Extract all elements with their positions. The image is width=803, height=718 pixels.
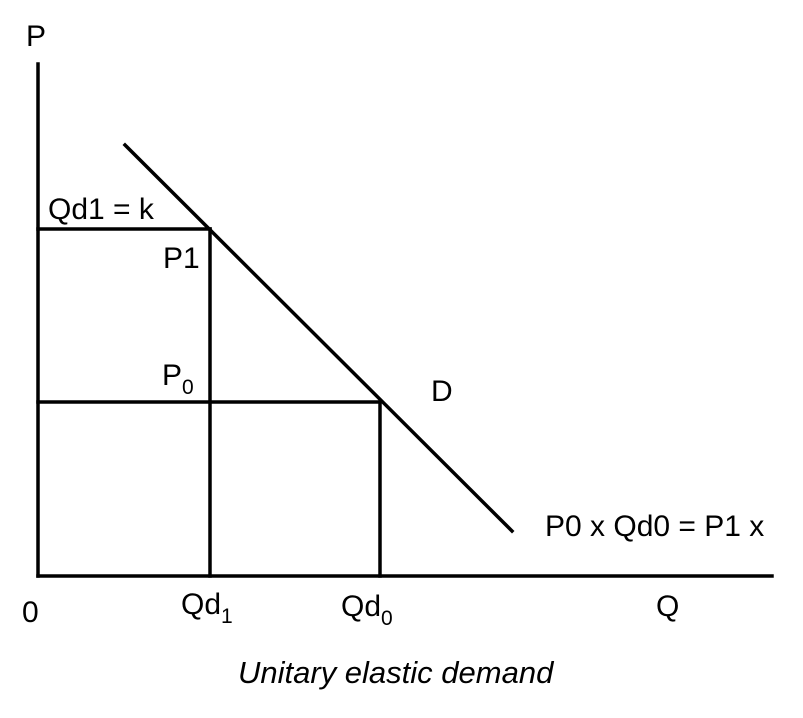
demand-label: D [431, 375, 453, 408]
origin-label: 0 [22, 596, 39, 629]
p0-label: P0 [162, 359, 194, 399]
equation-label: P0 x Qd0 = P1 x [545, 510, 764, 543]
p0-label-base: P [162, 359, 182, 392]
diagram-caption: Unitary elastic demand [238, 655, 555, 690]
quantity-axis-label: Q [656, 590, 679, 623]
price-axis-label: P [26, 20, 46, 53]
p1-label: P1 [163, 242, 200, 275]
qd1-axis-label: Qd1 [181, 588, 233, 628]
qd0-axis-label: Qd0 [341, 590, 393, 630]
qd1-axis-label-base: Qd [181, 588, 221, 621]
qd1-equals-k-label: Qd1 = k [48, 193, 155, 226]
demand-curve [122, 142, 515, 534]
qd0-axis-label-subscript: 0 [381, 607, 393, 630]
qd0-axis-label-base: Qd [341, 590, 381, 623]
qd1-axis-label-subscript: 1 [221, 605, 233, 628]
p0-label-subscript: 0 [182, 376, 194, 399]
